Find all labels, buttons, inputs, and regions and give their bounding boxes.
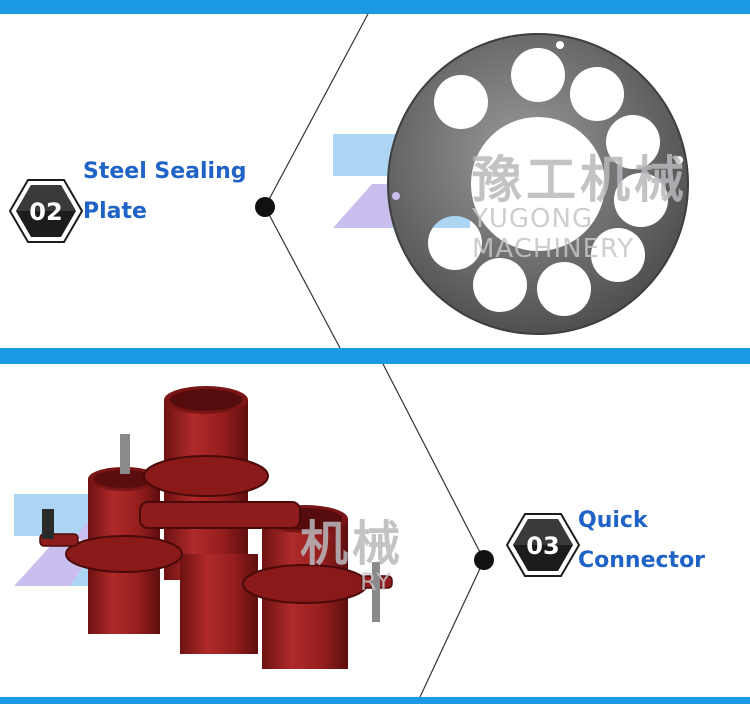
steel-sealing-plate-image: [387, 33, 689, 335]
label-steel-sealing-plate: Steel Sealing Plate: [83, 152, 247, 232]
watermark-english: RY: [360, 568, 392, 596]
label-quick-connector: Quick Connector: [578, 501, 705, 581]
watermark-chinese: 豫工机械: [472, 151, 688, 209]
quick-connector-image: [39, 386, 393, 669]
label-line-1: Steel Sealing: [83, 159, 247, 184]
pointer-line-upper: [382, 364, 485, 561]
badge-03: 03: [505, 513, 581, 577]
product-panel-quick-connector: 03 机械 RY Quick Connector: [0, 364, 750, 697]
panel-1-graphics: 02: [8, 14, 689, 348]
badge-02-number: 02: [29, 198, 62, 226]
product-panel-steel-sealing-plate: 02 豫工机械 YUGONG MACHINERY Steel Sealing P…: [0, 14, 750, 348]
pointer-dot: [474, 550, 494, 570]
badge-02: 02: [8, 179, 84, 243]
watermark-chinese: 机械: [300, 516, 405, 572]
label-line-2: Plate: [83, 199, 147, 224]
pointer-line-lower: [419, 559, 485, 697]
label-line-1: Quick: [578, 508, 648, 533]
watermark-english: YUGONG MACHINERY: [472, 204, 635, 264]
pointer-dot: [255, 197, 275, 217]
pointer-line-lower: [264, 206, 341, 348]
label-line-2: Connector: [578, 548, 706, 573]
pointer-line-upper: [264, 14, 369, 208]
middle-band: [0, 348, 750, 364]
bottom-band: [0, 697, 750, 704]
panel-2-graphics: 03: [14, 364, 581, 697]
top-band: [0, 0, 750, 14]
badge-03-number: 03: [526, 532, 559, 560]
